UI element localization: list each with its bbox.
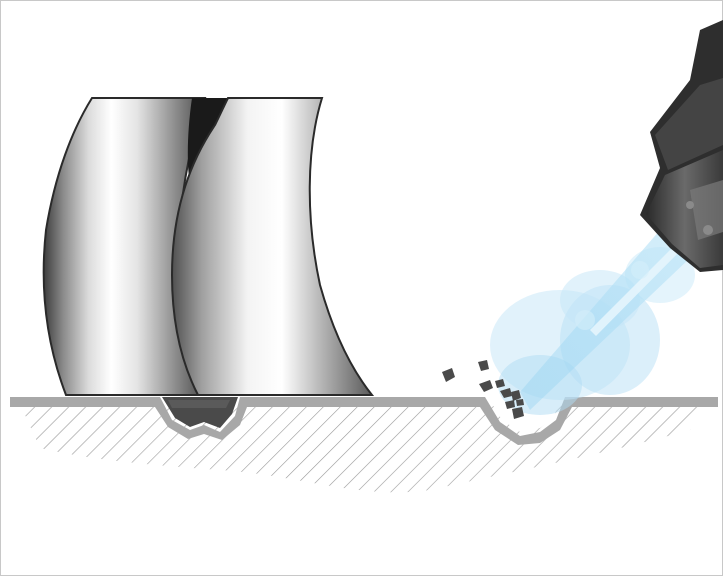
cleaning-nozzle-icon: [640, 20, 723, 272]
hatched-substrate: [20, 404, 708, 492]
spray-jet-icon: [490, 230, 695, 415]
drill-bit-icon: [44, 98, 372, 395]
